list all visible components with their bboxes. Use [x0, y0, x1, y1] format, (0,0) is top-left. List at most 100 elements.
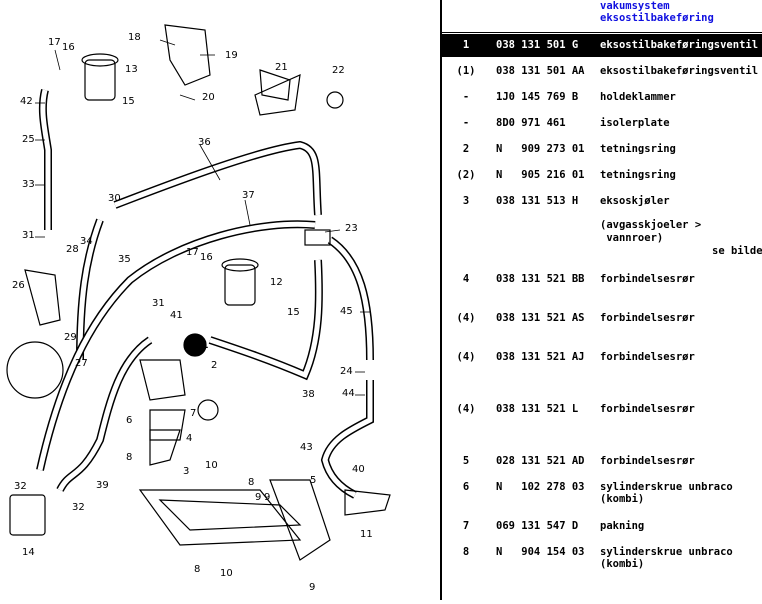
part-row[interactable]: (4) 038 131 521 AJ forbindelsesrør: [442, 346, 762, 368]
part-position: 8: [462, 546, 470, 558]
part-note: vannroer): [600, 232, 664, 244]
callout-36[interactable]: 36: [198, 137, 211, 148]
callout-9[interactable]: 9: [309, 582, 315, 593]
part-row[interactable]: (4) 038 131 521 L forbindelsesrør: [442, 398, 762, 420]
callout-6[interactable]: 6: [126, 415, 132, 426]
callout-26[interactable]: 26: [12, 280, 25, 291]
part-row[interactable]: 6 N 102 278 03 sylinderskrue unbraco: [442, 476, 762, 498]
part-description: isolerplate: [600, 117, 670, 129]
callout-35[interactable]: 35: [118, 254, 131, 265]
callout-5[interactable]: 5: [310, 475, 316, 486]
callout-15[interactable]: 15: [122, 96, 135, 107]
part-position: (4): [456, 312, 476, 324]
part-position: -: [462, 117, 470, 129]
callout-42[interactable]: 42: [20, 96, 33, 107]
callout-27[interactable]: 27: [75, 358, 88, 369]
callout-10[interactable]: 10: [220, 568, 233, 579]
part-position: -: [462, 91, 470, 103]
part-description: forbindelsesrør: [600, 403, 695, 415]
callout-16[interactable]: 16: [200, 252, 213, 263]
callout-18[interactable]: 18: [128, 32, 141, 43]
callout-2[interactable]: 2: [211, 360, 217, 371]
part-row[interactable]: - 1J0 145 769 B holdeklammer: [442, 86, 762, 108]
callout-31[interactable]: 31: [22, 230, 35, 241]
callout-8[interactable]: 8: [248, 477, 254, 488]
part-description: sylinderskrue unbraco: [600, 546, 733, 558]
part-position: (1): [456, 65, 476, 77]
callout-30[interactable]: 30: [108, 193, 121, 204]
callout-9[interactable]: 9: [255, 492, 261, 503]
part-row[interactable]: (1) 038 131 501 AA eksostilbakeføringsve…: [442, 60, 762, 82]
callout-29[interactable]: 29: [64, 332, 77, 343]
part-number: 038 131 501 AA: [496, 65, 585, 77]
header-separator: [442, 32, 762, 33]
callout-8[interactable]: 8: [126, 452, 132, 463]
parts-list: vakumsystem eksostilbakeføring 1 038 131…: [442, 0, 762, 600]
callout-1[interactable]: 1: [202, 340, 209, 351]
callout-4[interactable]: 4: [186, 433, 192, 444]
part-row[interactable]: (2) N 905 216 01 tetningsring: [442, 164, 762, 186]
callout-21[interactable]: 21: [275, 62, 288, 73]
callout-14[interactable]: 14: [22, 547, 35, 558]
part-row[interactable]: (4) 038 131 521 AS forbindelsesrør: [442, 307, 762, 329]
callout-37[interactable]: 37: [242, 190, 255, 201]
callout-8[interactable]: 8: [194, 564, 200, 575]
callout-23[interactable]: 23: [345, 223, 358, 234]
callout-40[interactable]: 40: [352, 464, 365, 475]
part-number: N 102 278 03: [496, 481, 585, 493]
part-note: (kombi): [600, 493, 645, 505]
callout-43[interactable]: 43: [300, 442, 313, 453]
part-description: eksoskjøler: [600, 195, 670, 207]
callout-9[interactable]: 9: [264, 492, 270, 503]
part-row[interactable]: 4 038 131 521 BB forbindelsesrør: [442, 268, 762, 290]
callout-22[interactable]: 22: [332, 65, 345, 76]
part-description: pakning: [600, 520, 645, 532]
callout-34[interactable]: 34: [80, 236, 93, 247]
callout-13[interactable]: 13: [125, 64, 138, 75]
part-row[interactable]: - 8D0 971 461 isolerplate: [442, 112, 762, 134]
part-description: tetningsring: [600, 143, 676, 155]
group-title: vakumsystem: [600, 0, 670, 12]
callout-41[interactable]: 41: [170, 310, 183, 321]
callout-24[interactable]: 24: [340, 366, 353, 377]
part-position: (4): [456, 403, 476, 415]
part-number: 038 131 513 H: [496, 195, 579, 207]
callout-38[interactable]: 38: [302, 389, 315, 400]
part-row[interactable]: 7 069 131 547 D pakning: [442, 515, 762, 537]
part-number: 069 131 547 D: [496, 520, 579, 532]
callout-12[interactable]: 12: [270, 277, 283, 288]
part-position: (2): [456, 169, 476, 181]
callout-45[interactable]: 45: [340, 306, 353, 317]
callout-16[interactable]: 16: [62, 42, 75, 53]
callout-33[interactable]: 33: [22, 179, 35, 190]
callout-17[interactable]: 17: [48, 37, 61, 48]
part-row[interactable]: 3 038 131 513 H eksoskjøler: [442, 190, 762, 212]
callout-19[interactable]: 19: [225, 50, 238, 61]
part-row[interactable]: 5 028 131 521 AD forbindelsesrør: [442, 450, 762, 472]
part-row[interactable]: 8 N 904 154 03 sylinderskrue unbraco: [442, 541, 762, 563]
callout-10[interactable]: 10: [205, 460, 218, 471]
callout-25[interactable]: 25: [22, 134, 35, 145]
callout-39[interactable]: 39: [96, 480, 109, 491]
part-description: forbindelsesrør: [600, 351, 695, 363]
callout-15[interactable]: 15: [287, 307, 300, 318]
callout-7[interactable]: 7: [190, 408, 196, 419]
callout-32[interactable]: 32: [14, 481, 27, 492]
callout-11[interactable]: 11: [360, 529, 373, 540]
part-note: (kombi): [600, 558, 645, 570]
part-number: 028 131 521 AD: [496, 455, 585, 467]
part-row[interactable]: 2 N 909 273 01 tetningsring: [442, 138, 762, 160]
callout-44[interactable]: 44: [342, 388, 355, 399]
part-row[interactable]: 1 038 131 501 G eksostilbakeføringsventi…: [442, 34, 762, 56]
callout-17[interactable]: 17: [186, 247, 199, 258]
part-description: tetningsring: [600, 169, 676, 181]
callout-32[interactable]: 32: [72, 502, 85, 513]
part-description: sylinderskrue unbraco: [600, 481, 733, 493]
callout-28[interactable]: 28: [66, 244, 79, 255]
callout-31[interactable]: 31: [152, 298, 165, 309]
callout-3[interactable]: 3: [183, 466, 189, 477]
part-description: holdeklammer: [600, 91, 676, 103]
callout-20[interactable]: 20: [202, 92, 215, 103]
group-subtitle: eksostilbakeføring: [600, 12, 714, 24]
